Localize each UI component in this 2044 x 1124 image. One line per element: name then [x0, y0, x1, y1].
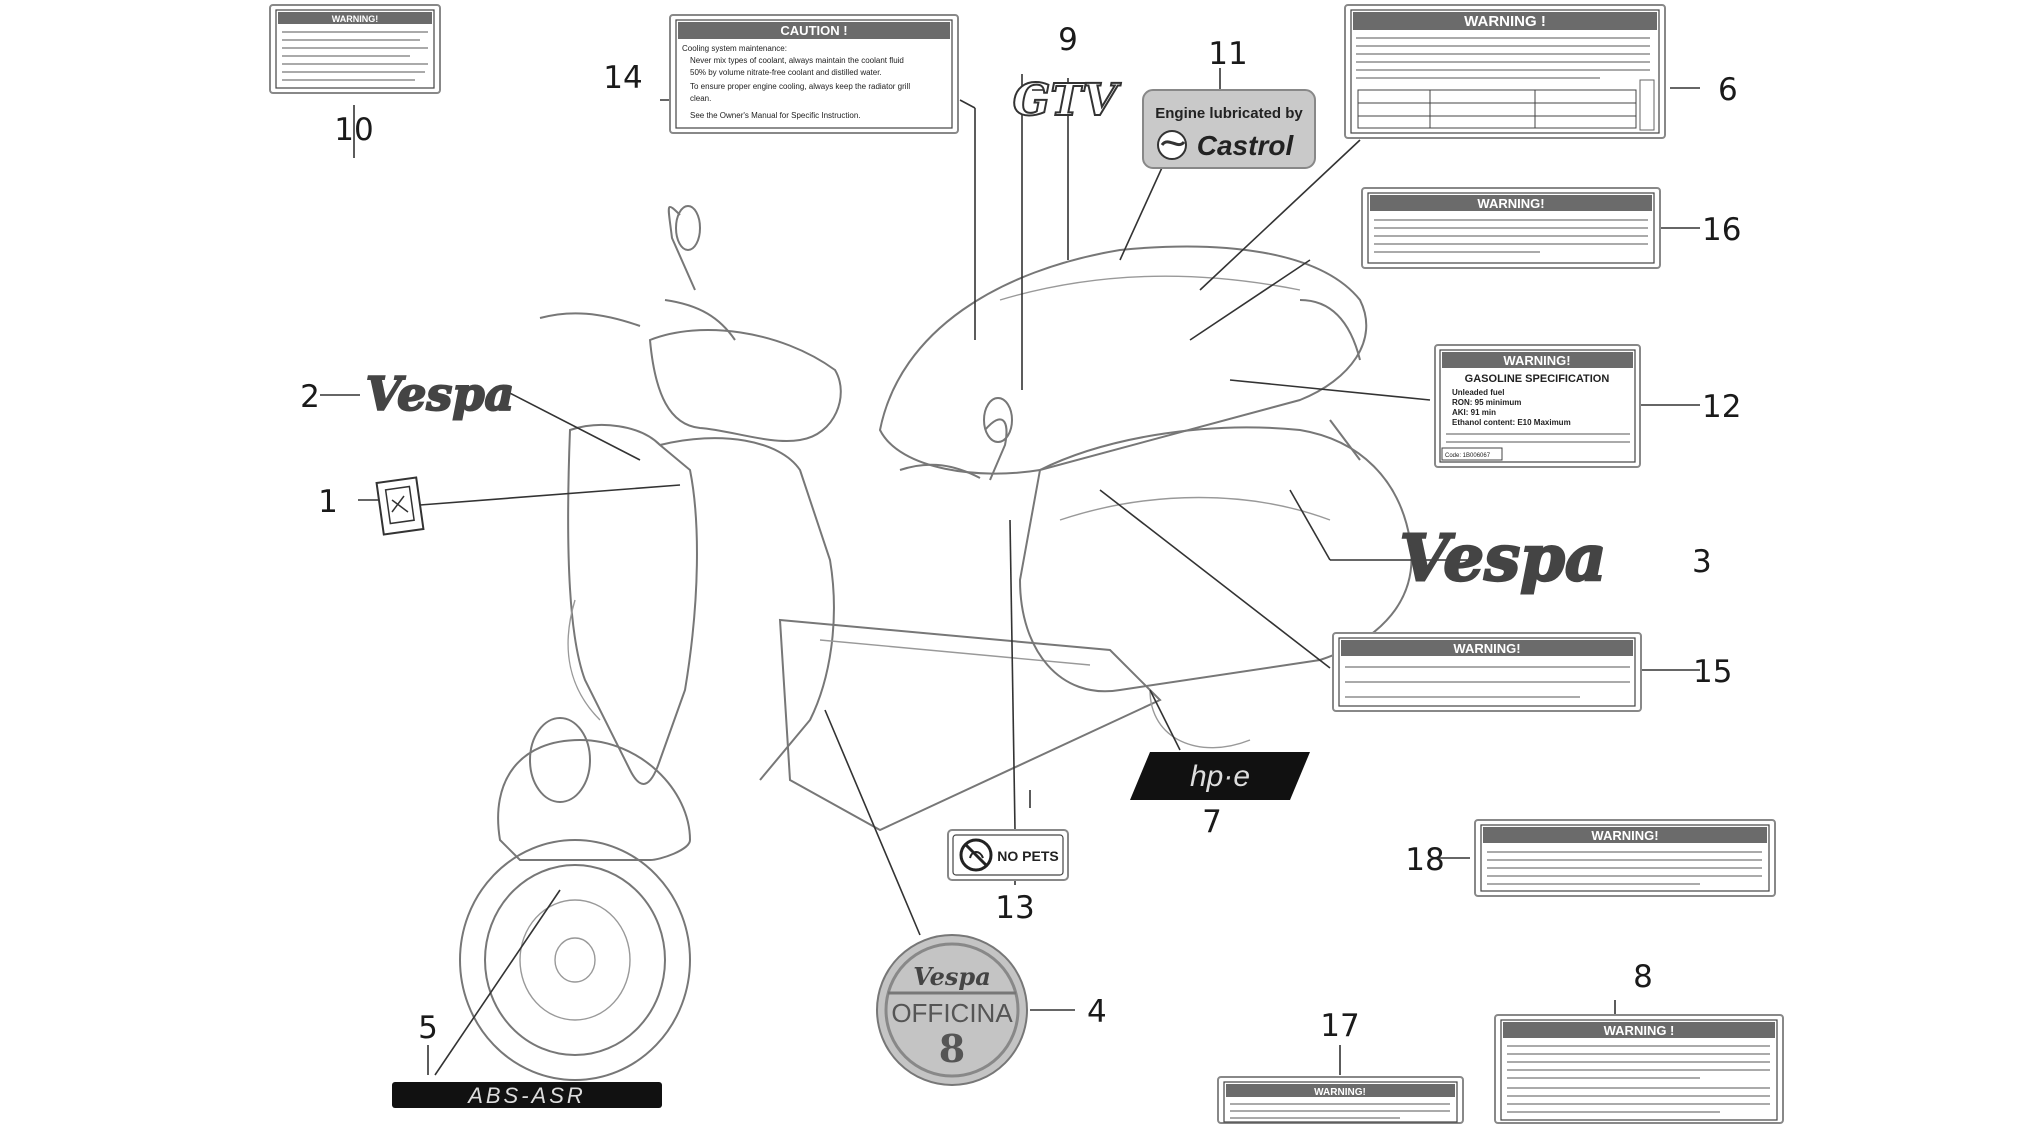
label-9-gtv-logo: GTV — [1012, 74, 1122, 127]
label-10-title: WARNING! — [332, 14, 379, 24]
label-2-vespa-logo: Vespa — [365, 366, 516, 422]
label-4-brand: Vespa — [913, 962, 991, 991]
label-6-warning-tyres: WARNING ! — [1344, 4, 1666, 139]
label-6-title: WARNING ! — [1464, 13, 1546, 30]
callout-8: 8 — [1633, 959, 1653, 995]
callout-4: 4 — [1087, 994, 1107, 1030]
label-12-heading: GASOLINE SPECIFICATION — [1465, 373, 1610, 385]
label-16-title: WARNING! — [1477, 196, 1544, 211]
label-14-line-4: To ensure proper engine cooling, always … — [690, 82, 910, 91]
label-7-text: hp·e — [1190, 760, 1250, 793]
label-9-text: GTV — [1013, 75, 1121, 126]
callout-15: 15 — [1693, 654, 1732, 690]
label-14-caution: CAUTION ! Cooling system maintenance: Ne… — [669, 14, 959, 134]
callout-13: 13 — [995, 890, 1034, 926]
leader-lines — [320, 68, 1700, 1076]
label-12-gasoline-warning: WARNING! GASOLINE SPECIFICATION Unleaded… — [1434, 344, 1641, 468]
label-14-line-3: 50% by volume nitrate-free coolant and d… — [690, 68, 882, 77]
label-5-text: ABS-ASR — [466, 1083, 586, 1108]
label-8-title: WARNING ! — [1604, 1023, 1675, 1038]
label-12-line-3: AKI: 91 min — [1452, 408, 1496, 417]
label-16-warning-accessories: WARNING! — [1361, 187, 1661, 269]
label-14-line-6: See the Owner's Manual for Specific Inst… — [690, 111, 861, 120]
callout-6: 6 — [1718, 72, 1738, 108]
callout-18: 18 — [1405, 842, 1444, 878]
label-15-fuel-warning: WARNING! — [1332, 632, 1642, 712]
label-17-warning: WARNING! — [1217, 1076, 1464, 1124]
label-5-abs-asr-plate: ABS-ASR — [392, 1082, 662, 1108]
callout-2: 2 — [300, 379, 320, 415]
callout-11: 11 — [1208, 36, 1247, 72]
label-13-no-pets: NO PETS — [947, 829, 1069, 881]
label-11-brand: Castrol — [1197, 130, 1295, 161]
callout-3: 3 — [1692, 544, 1712, 580]
callout-7: 7 — [1202, 804, 1222, 840]
label-12-title: WARNING! — [1503, 353, 1570, 368]
label-11-castrol: Engine lubricated by Castrol — [1142, 89, 1316, 169]
label-8-battery-warning: WARNING ! — [1494, 1014, 1784, 1124]
callout-1: 1 — [318, 484, 338, 520]
label-12-code: Code: 1B006067 — [1445, 453, 1491, 459]
callout-numbers: 10 14 9 11 6 16 2 12 1 3 15 7 18 13 8 4 … — [300, 22, 1741, 1046]
label-13-text: NO PETS — [997, 848, 1058, 864]
label-18-title: WARNING! — [1591, 828, 1658, 843]
label-14-title: CAUTION ! — [780, 23, 847, 38]
scooter-drawing — [459, 205, 1413, 1081]
label-14-line-1: Cooling system maintenance: — [682, 44, 787, 53]
label-2-text: Vespa — [366, 367, 515, 421]
callout-5: 5 — [418, 1010, 438, 1046]
label-7-hpe-plate: hp·e — [1130, 752, 1310, 800]
label-4-word: OFFICINA — [891, 998, 1013, 1028]
label-17-title: WARNING! — [1314, 1087, 1366, 1098]
callout-16: 16 — [1702, 212, 1741, 248]
label-14-line-2: Never mix types of coolant, always maint… — [690, 56, 904, 65]
label-18-coolant-warning: WARNING! — [1474, 819, 1776, 897]
label-12-line-4: Ethanol content: E10 Maximum — [1452, 418, 1571, 427]
label-4-officina-badge: Vespa OFFICINA 8 — [876, 934, 1028, 1086]
label-1-emblem — [375, 476, 425, 536]
label-3-text: Vespa — [1400, 521, 1607, 596]
callout-10: 10 — [334, 112, 373, 148]
label-12-line-2: RON: 95 minimum — [1452, 398, 1521, 407]
label-3-vespa-logo: Vespa — [1398, 520, 1607, 597]
label-12-line-1: Unleaded fuel — [1452, 388, 1504, 397]
label-10-warning: WARNING! — [269, 4, 441, 94]
label-11-top: Engine lubricated by — [1155, 105, 1303, 122]
callout-14: 14 — [603, 60, 642, 96]
label-14-line-5: clean. — [690, 94, 711, 103]
callout-17: 17 — [1320, 1008, 1359, 1044]
label-4-digit: 8 — [939, 1026, 965, 1071]
callout-9: 9 — [1058, 22, 1078, 58]
callout-12: 12 — [1702, 389, 1741, 425]
label-15-title: WARNING! — [1453, 641, 1520, 656]
